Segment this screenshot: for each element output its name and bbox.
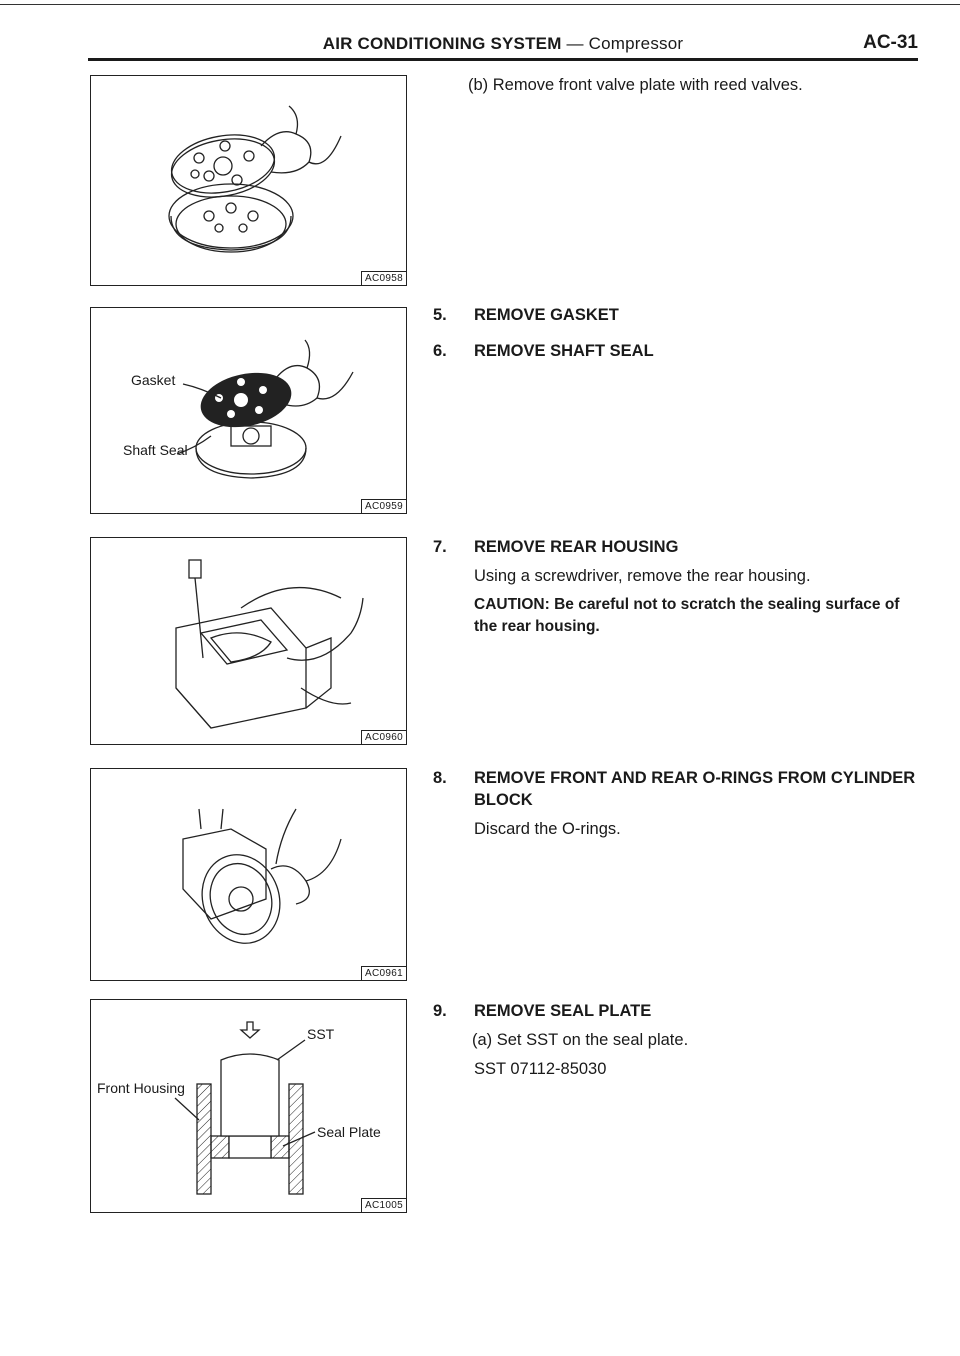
page-code: AC-31 bbox=[863, 32, 918, 53]
figure-code: AC0958 bbox=[361, 271, 406, 285]
step-title: REMOVE FRONT AND REAR O-RINGS FROM CYLIN… bbox=[474, 769, 916, 809]
step-number: 6. bbox=[433, 342, 447, 360]
sst-number: SST 07112-85030 bbox=[474, 1060, 607, 1078]
page-title: AIR CONDITIONING SYSTEM — Compressor bbox=[322, 34, 684, 53]
rear-housing-illustration bbox=[175, 559, 364, 729]
step-title: REMOVE GASKET bbox=[474, 306, 619, 324]
step-7: 7. REMOVE REAR HOUSING Using a screwdriv… bbox=[433, 536, 923, 638]
figure-rear-housing: AC0960 bbox=[90, 537, 407, 745]
label-shaft-seal: Shaft Seal bbox=[123, 442, 188, 458]
step-title: REMOVE SEAL PLATE bbox=[474, 1002, 652, 1020]
figure-o-rings: AC0961 bbox=[90, 768, 407, 981]
step-title: REMOVE SHAFT SEAL bbox=[474, 342, 654, 360]
o-ring-illustration bbox=[182, 808, 342, 944]
step-b-text: (b) Remove front valve plate with reed v… bbox=[468, 76, 803, 94]
figure-valve-plate: AC0958 bbox=[90, 75, 407, 286]
figure-code: AC1005 bbox=[361, 1198, 406, 1212]
seal-plate-illustration bbox=[174, 1021, 316, 1195]
label-seal-plate: Seal Plate bbox=[317, 1124, 381, 1140]
step-number: 7. bbox=[433, 538, 447, 556]
step-number: 5. bbox=[433, 306, 447, 324]
top-rule bbox=[0, 4, 960, 5]
valve-plate-illustration bbox=[168, 105, 342, 253]
label-front-housing: Front Housing bbox=[97, 1080, 185, 1096]
step-8: 8. REMOVE FRONT AND REAR O-RINGS FROM CY… bbox=[433, 767, 923, 840]
header-rule bbox=[88, 58, 918, 61]
step-text: Using a screwdriver, remove the rear hou… bbox=[474, 567, 811, 585]
figure-code: AC0960 bbox=[361, 730, 406, 744]
label-sst: SST bbox=[307, 1026, 335, 1042]
label-gasket: Gasket bbox=[131, 372, 176, 388]
step-9: 9. REMOVE SEAL PLATE (a) Set SST on the … bbox=[433, 1000, 923, 1080]
figure-gasket-shaft-seal: Gasket Shaft Seal AC0959 bbox=[90, 307, 407, 514]
step-6: 6. REMOVE SHAFT SEAL bbox=[433, 340, 923, 362]
figure-code: AC0961 bbox=[361, 966, 406, 980]
page-header: AIR CONDITIONING SYSTEM — Compressor AC-… bbox=[88, 30, 918, 58]
caution-text: CAUTION: Be careful not to scratch the s… bbox=[474, 596, 900, 635]
figure-seal-plate: SST Front Housing Seal Plate AC1005 bbox=[90, 999, 407, 1213]
step-title: REMOVE REAR HOUSING bbox=[474, 538, 679, 556]
step-number: 9. bbox=[433, 1002, 447, 1020]
step-5: 5. REMOVE GASKET bbox=[433, 304, 923, 326]
step-number: 8. bbox=[433, 769, 447, 787]
gasket-illustration bbox=[176, 339, 354, 479]
step-sub-a: (a) Set SST on the seal plate. bbox=[472, 1031, 689, 1049]
step-text: Discard the O-rings. bbox=[474, 820, 621, 838]
figure-code: AC0959 bbox=[361, 499, 406, 513]
